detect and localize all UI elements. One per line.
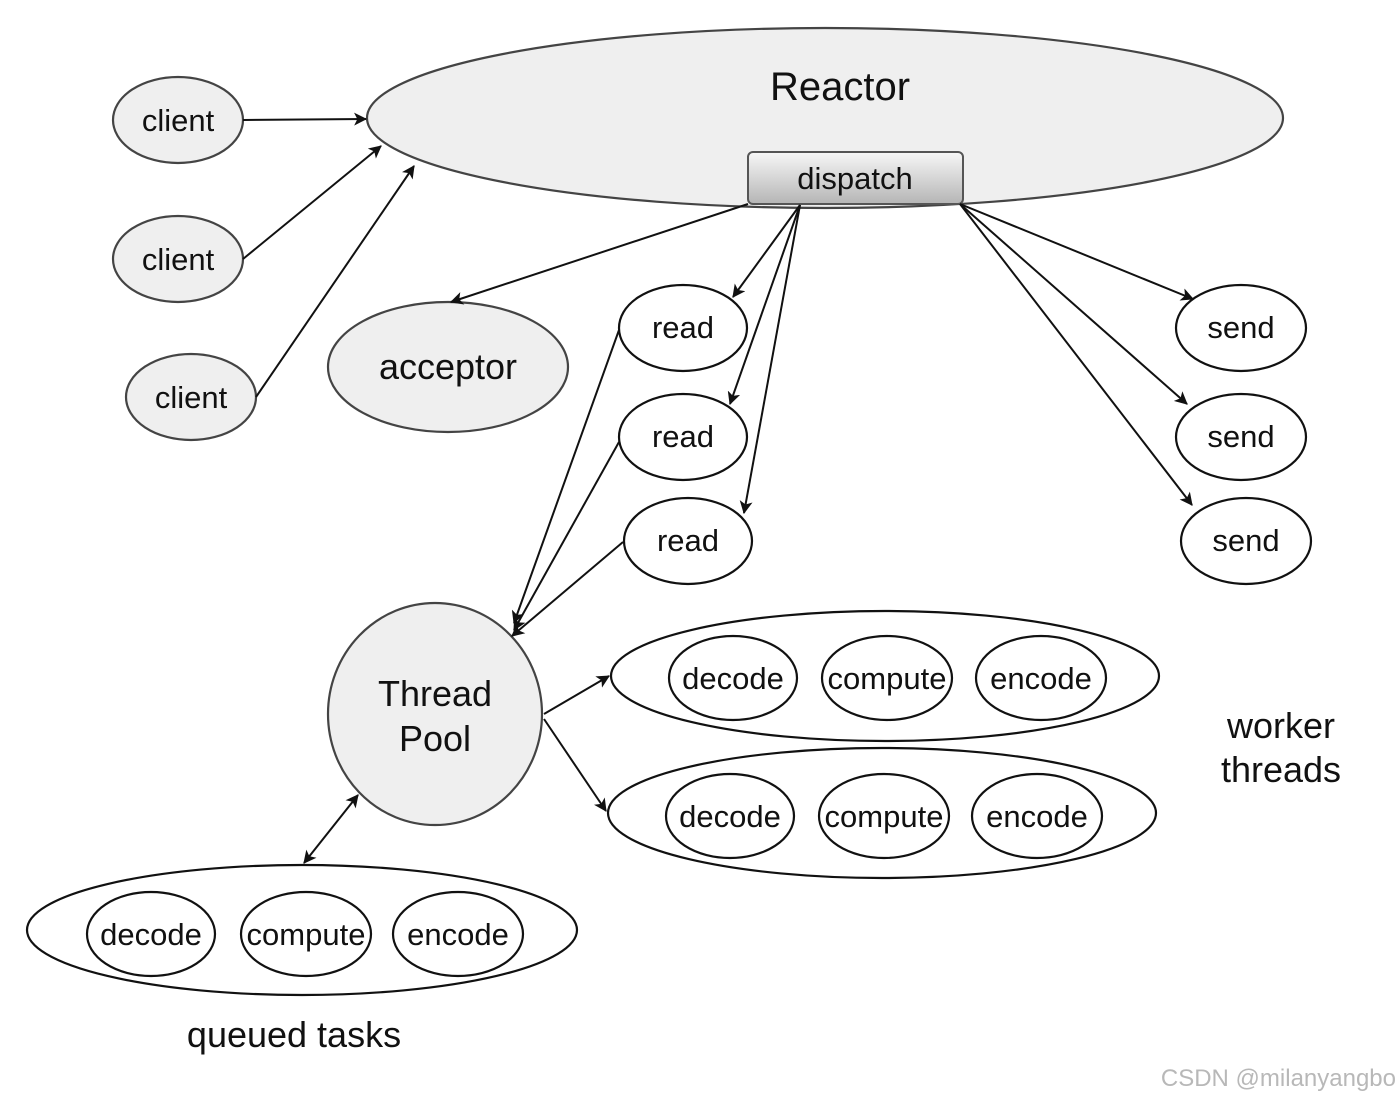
worker-row-1-encode-label: encode <box>990 661 1092 696</box>
edge-client1-reactor <box>242 112 368 126</box>
thread-pool-node <box>326 601 544 827</box>
queued-decode-label: decode <box>100 917 202 952</box>
thread-pool-label-line2: Pool <box>399 718 471 759</box>
edge-threadpool-queued-tasks <box>303 794 359 864</box>
edge-dispatch-send1 <box>959 203 1195 301</box>
edge-dispatch-acceptor <box>449 203 749 305</box>
worker-row-2-encode-label: encode <box>986 799 1088 834</box>
edge-read1-threadpool <box>511 329 620 625</box>
read-node-2 <box>617 392 749 482</box>
read-node-1 <box>617 283 749 373</box>
worker-row-1-compute-node <box>820 634 954 722</box>
send-label-2: send <box>1207 419 1274 454</box>
edge-dispatch-send2 <box>959 203 1188 405</box>
queued-tasks-label: queued tasks <box>187 1014 401 1055</box>
watermark: CSDN @milanyangbo <box>1161 1065 1396 1092</box>
worker-row-1-decode-node <box>667 634 799 722</box>
client-label-2: client <box>142 242 215 277</box>
client-label-3: client <box>155 380 228 415</box>
queued-compute-label: compute <box>247 917 366 952</box>
send-label-3: send <box>1212 523 1279 558</box>
worker-row-2-decode-node <box>664 772 796 860</box>
edge-read2-threadpool <box>513 441 620 631</box>
edge-dispatch-read3 <box>739 204 801 515</box>
queued-encode-node <box>391 890 525 978</box>
worker-row-1-encode-node <box>974 634 1108 722</box>
queued-compute-node <box>239 890 373 978</box>
client-label-1: client <box>142 103 215 138</box>
acceptor-node <box>326 300 570 434</box>
worker-row-2-compute-label: compute <box>825 799 944 834</box>
worker-row-2-compute-node <box>817 772 951 860</box>
edge-threadpool-worker-row1 <box>543 675 610 715</box>
edge-threadpool-worker-row2 <box>543 718 607 812</box>
worker-row-2-encode-node <box>970 772 1104 860</box>
send-node-1 <box>1174 283 1308 373</box>
client-node-3 <box>124 352 258 442</box>
read-label-1: read <box>652 310 714 345</box>
send-node-2 <box>1174 392 1308 482</box>
send-label-1: send <box>1207 310 1274 345</box>
edge-client2-reactor <box>242 145 382 260</box>
send-node-3 <box>1179 496 1313 586</box>
queued-encode-label: encode <box>407 917 509 952</box>
dispatch-label: dispatch <box>797 161 912 196</box>
edge-read3-threadpool <box>511 541 624 637</box>
read-node-3 <box>622 496 754 586</box>
worker-threads-label-line2: threads <box>1221 749 1341 790</box>
thread-pool-label-line1: Thread <box>378 673 492 714</box>
reactor-label: Reactor <box>770 65 910 109</box>
edge-dispatch-read1 <box>732 204 801 298</box>
worker-row-2-decode-label: decode <box>679 799 781 834</box>
acceptor-label: acceptor <box>379 346 517 387</box>
worker-row-1-decode-label: decode <box>682 661 784 696</box>
edge-dispatch-read2 <box>727 204 801 406</box>
worker-row-1-compute-label: compute <box>828 661 947 696</box>
edge-client3-reactor <box>255 165 415 398</box>
edge-dispatch-send3 <box>959 203 1193 506</box>
worker-threads-label-line1: worker <box>1226 705 1335 746</box>
dispatch-box <box>747 151 964 205</box>
read-label-2: read <box>652 419 714 454</box>
read-label-3: read <box>657 523 719 558</box>
queued-decode-node <box>85 890 217 978</box>
